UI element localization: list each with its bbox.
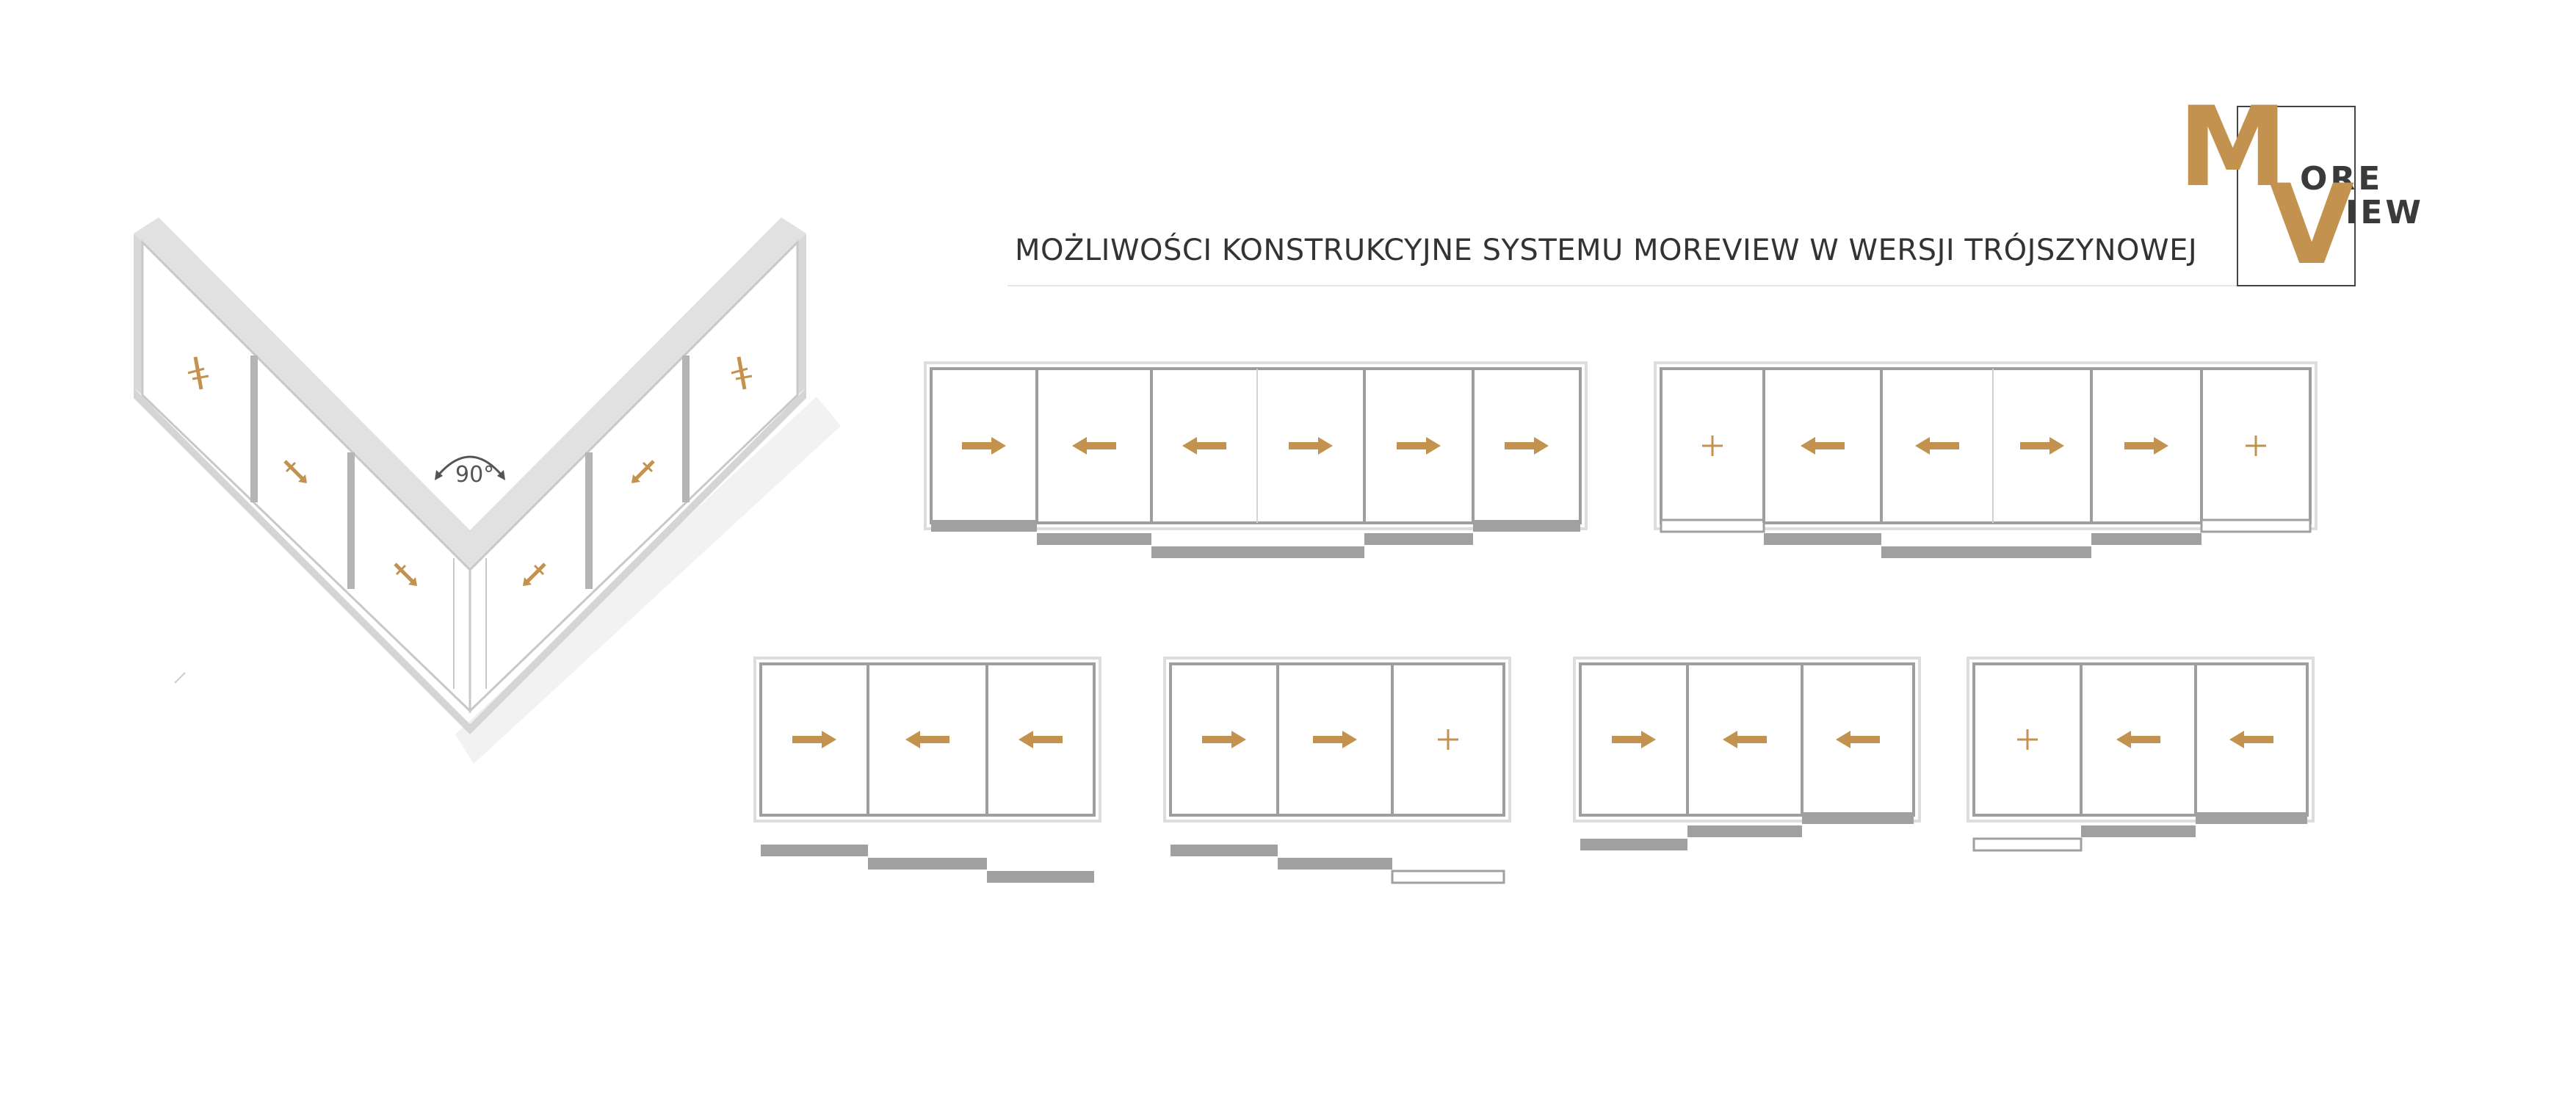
rail-bar (987, 871, 1094, 883)
rail-bar (1278, 858, 1392, 870)
rail-bar (761, 845, 868, 856)
roof-right (470, 217, 806, 571)
sill-left (134, 388, 470, 734)
sill-right (470, 388, 806, 734)
tilt-turn-icon-left (187, 356, 209, 390)
arrow-right-icon (2020, 437, 2064, 455)
inner-frame (930, 367, 1582, 524)
config-six-panel-fixed-ends (1654, 361, 2318, 558)
outer-frame (1654, 361, 2318, 530)
logo-text-ore: ORE (2300, 160, 2384, 198)
mullions (250, 355, 690, 589)
rail-bar (931, 520, 1037, 532)
config-three-panel-b (1163, 657, 1511, 884)
arrow-right-icon (1202, 731, 1246, 748)
tilt-turn-icon-right (731, 356, 753, 390)
outer-frame (1967, 657, 2315, 823)
arrow-right-icon (1612, 731, 1656, 748)
arrow-right-icon (792, 731, 836, 748)
angle-arc (436, 455, 504, 477)
angle-label: 90° (455, 462, 495, 488)
arrow-left-icon (1801, 437, 1845, 455)
rail-bar (1580, 839, 1687, 850)
arrow-left-icon (905, 731, 949, 748)
rail-bar (2091, 533, 2201, 545)
title-rule (1007, 285, 2256, 286)
arrow-left-icon (1182, 437, 1226, 455)
config-three-panel-d (1967, 657, 2315, 852)
tilt-icons (187, 356, 753, 586)
tilt-arrow-icon-3 (523, 563, 546, 586)
rail-bar (1364, 533, 1473, 545)
rail-bar (1687, 825, 1802, 837)
small-tick (174, 672, 186, 684)
outer-frame (1163, 657, 1511, 823)
rail-bar (1391, 870, 1505, 884)
arrow-right-icon (962, 437, 1006, 455)
roof-left (134, 217, 470, 571)
tilt-arrow-icon-1 (283, 460, 307, 483)
outer-frame (1573, 657, 1921, 823)
arrow-right-icon (1313, 731, 1357, 748)
logo-letter-m: M (2178, 84, 2288, 212)
arrow-left-icon (1723, 731, 1767, 748)
arrow-right-icon (1505, 437, 1549, 455)
rail-bar (2200, 518, 2312, 533)
rail-bar (1151, 546, 1257, 558)
logo-letter-v: V (2269, 162, 2355, 289)
rail-bar (1881, 546, 1993, 558)
arrow-right-icon (2124, 437, 2168, 455)
plus-icon (1702, 435, 1723, 456)
rail-bar (2081, 825, 2196, 837)
outer-frame (924, 361, 1588, 530)
floor-shadow (455, 397, 841, 764)
rail-bar (1993, 546, 2091, 558)
plus-icon (1438, 729, 1458, 750)
arrow-right-icon (1397, 437, 1441, 455)
arrow-left-icon (1836, 731, 1880, 748)
arrow-left-icon (2116, 731, 2160, 748)
arrow-left-icon (1915, 437, 1959, 455)
inner-frame (1660, 367, 2312, 524)
rail-bar (1473, 520, 1580, 532)
rail-bar (2196, 812, 2307, 824)
rail-bar (1037, 533, 1151, 545)
tilt-arrow-icon-2 (394, 563, 417, 586)
logo-text-iew: IEW (2345, 194, 2424, 231)
arrow-left-icon (1072, 437, 1116, 455)
logo-frame (2237, 106, 2356, 286)
angle-arrow-left (435, 470, 443, 480)
plus-icon (2017, 729, 2038, 750)
rail-bar (1171, 845, 1278, 856)
rail-bar (1660, 518, 1765, 533)
arrow-left-icon (1019, 731, 1063, 748)
tilt-arrow-icon-4 (632, 460, 655, 483)
post-right (797, 234, 806, 395)
rail-bar (1764, 533, 1881, 545)
config-three-panel-c (1573, 657, 1921, 850)
rail-bar (868, 858, 987, 870)
rail-bar (1972, 837, 2083, 852)
outer-frame (753, 657, 1101, 823)
config-six-panel-fixed-ends-sliding (924, 361, 1588, 558)
rail-bar (1257, 546, 1364, 558)
config-three-panel-a (753, 657, 1101, 883)
arrow-right-icon (1289, 437, 1333, 455)
plus-icon (2246, 435, 2266, 456)
post-left (134, 234, 142, 395)
arrow-left-icon (2229, 731, 2273, 748)
page-title: MOŻLIWOŚCI KONSTRUKCYJNE SYSTEMU MOREVIE… (1015, 234, 2198, 267)
rail-bar (1802, 812, 1914, 824)
angle-arrow-right (497, 470, 505, 480)
